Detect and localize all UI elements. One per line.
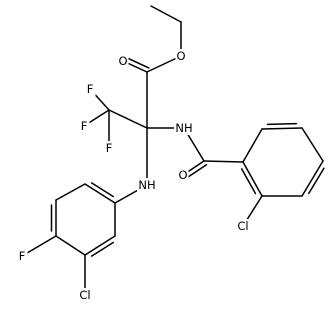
atom-label-o_ester: O (176, 49, 185, 63)
bond-r3-r4 (301, 127, 324, 162)
atom-label-f2: F (81, 119, 88, 133)
bond-cAm-oAm-second (184, 163, 208, 180)
bond-a6-a1-second (90, 182, 114, 198)
atom-label-background (175, 49, 187, 63)
atom-label-background (174, 121, 194, 135)
atom-label-nh_aryl: NH (138, 178, 155, 192)
atom-label-background (103, 141, 115, 155)
atom-label-cl_benzoyl: Cl (237, 219, 248, 233)
atom-label-o_amide: O (178, 168, 187, 182)
bond-a4-fR (21, 235, 57, 257)
atom-label-background (117, 54, 129, 68)
atom-label-nh_amide: NH (175, 121, 192, 135)
bond-ch3-ch2 (150, 5, 182, 23)
bond-r4-r5-second (308, 167, 325, 195)
bond-r4-r5 (301, 160, 324, 197)
atom-label-f3: F (106, 141, 113, 155)
bond-r1-r2 (242, 128, 263, 163)
bond-cQ-cCF3 (108, 109, 148, 129)
atom-label-background (75, 288, 95, 302)
atom-label-background (78, 119, 90, 133)
bond-layer (21, 5, 325, 296)
bond-r6-r1-second (240, 168, 257, 195)
bond-a2-a3 (84, 235, 116, 256)
atom-label-o_carbonyl: O (118, 54, 127, 68)
atom-label-background (177, 168, 189, 182)
atom-label-background (137, 178, 157, 192)
bond-a6-a1 (84, 183, 116, 204)
bond-cE-oC-second (124, 56, 150, 69)
atom-label-background (233, 219, 253, 233)
bond-a5-a6 (55, 183, 86, 201)
bond-r2-r3-second (266, 122, 298, 126)
atom-label-f_aryl: F (19, 249, 26, 263)
bond-oE-cE (146, 55, 182, 73)
bond-r6-r1 (242, 161, 263, 197)
bond-a2-a3-second (90, 241, 114, 257)
atom-label-background (16, 249, 28, 263)
bond-cAm-r1 (203, 160, 244, 163)
atom-label-cl_aryl: Cl (79, 288, 90, 302)
atom-label-background (84, 82, 96, 96)
atom-label-f1: F (87, 82, 94, 96)
bond-r2-r3 (261, 127, 303, 130)
bond-a3-a4 (55, 235, 86, 256)
